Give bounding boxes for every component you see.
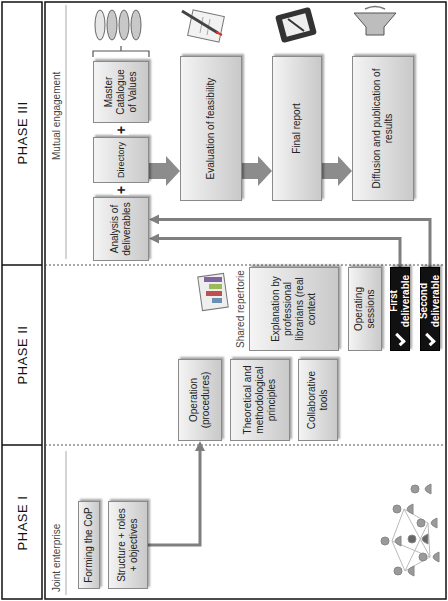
process-box: Evaluation of feasibility <box>180 56 242 201</box>
region-line <box>66 5 67 259</box>
process-box: Final report <box>272 56 322 201</box>
region-label: Shared repertorie <box>235 269 246 349</box>
process-box: Directory <box>93 137 149 183</box>
process-box: Diffusion and publication of results <box>352 56 414 201</box>
box-text: Master Catalogue of Values <box>103 66 139 118</box>
box-text: Second deliverable <box>418 272 442 330</box>
region-line <box>66 451 67 595</box>
block-arrow <box>149 163 166 179</box>
phase-divider <box>45 444 446 445</box>
phase-divider <box>45 264 446 265</box>
group-bracket <box>93 46 149 57</box>
process-box: Operating sessions <box>348 267 382 351</box>
box-text: Evaluation of feasibility <box>205 61 217 196</box>
box-text: Diffusion and publication of results <box>371 61 395 196</box>
box-text: Analysis of deliverables <box>109 202 133 256</box>
flow-arrow <box>148 451 200 545</box>
flow-arrow <box>159 239 400 267</box>
region-label: Joint enterprise <box>51 523 62 593</box>
process-box: Operation (procedures) <box>178 359 222 441</box>
process-box: Structure + roles + objectives <box>108 501 148 589</box>
box-text: Forming the CoP <box>83 506 95 584</box>
process-box: Analysis of deliverables <box>93 197 149 261</box>
region-label: Mutual engagement <box>51 71 62 161</box>
box-text: Collaborative tools <box>306 364 330 436</box>
box-text: First deliverable <box>388 272 412 330</box>
process-box: Explanation by professional librarians (… <box>249 267 339 351</box>
header-divider <box>2 444 42 446</box>
process-box: Master Catalogue of Values <box>93 61 149 123</box>
box-text: Explanation by professional librarians (… <box>270 272 318 346</box>
pen-paper-icon <box>182 10 224 42</box>
process-box: Collaborative tools <box>298 359 338 441</box>
process-box: Theoretical and methodological principle… <box>230 359 290 441</box>
block-arrow <box>322 163 338 179</box>
plus-sign: + <box>113 125 129 135</box>
box-text: Operation (procedures) <box>188 364 212 436</box>
header-divider <box>2 264 42 266</box>
phase-header <box>2 2 42 599</box>
process-box: Forming the CoP <box>78 501 100 589</box>
box-text: Operating sessions <box>353 272 377 346</box>
block-arrow <box>242 163 258 179</box>
deliverable-box: First deliverable <box>390 267 410 351</box>
charts-icon <box>198 273 228 310</box>
phase-label: PHASE II <box>15 325 30 386</box>
main-frame <box>45 2 446 599</box>
deliverable-box: Second deliverable <box>420 267 440 351</box>
plus-sign: + <box>113 185 129 195</box>
box-text: Structure + roles + objectives <box>116 506 140 584</box>
people-network <box>381 484 439 576</box>
phase-label: PHASE I <box>15 495 30 552</box>
box-text: Theoretical and methodological principle… <box>242 364 278 436</box>
phase-label: PHASE III <box>15 100 30 165</box>
box-text: Directory <box>116 142 127 178</box>
database-icon <box>95 10 141 40</box>
box-text: Final report <box>291 61 303 196</box>
speaker-icon <box>354 7 396 36</box>
flow-arrow <box>159 219 430 267</box>
tablet-icon <box>275 7 317 43</box>
